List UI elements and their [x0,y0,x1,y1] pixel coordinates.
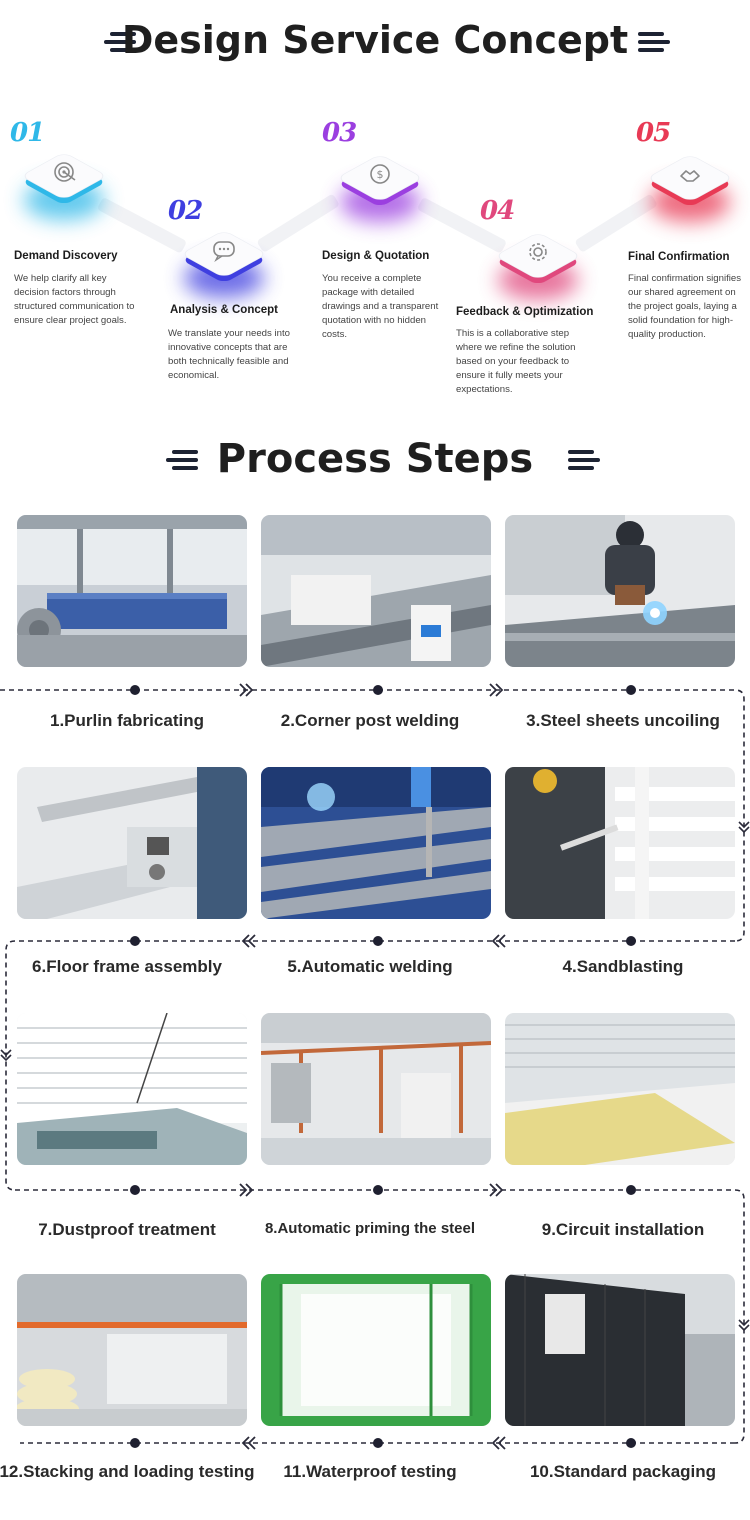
left-lines-icon [104,32,136,52]
stage-description: Final confirmation signifies our shared … [628,273,742,340]
dustproof-photo [17,1013,247,1165]
left-lines-icon [166,450,198,470]
flow-dot [626,1438,636,1448]
sandblasting-photo [505,767,735,919]
stage-title: Analysis & Concept [170,304,278,316]
stage-number: 03 [322,118,357,148]
stage-number: 05 [636,118,671,148]
step-label-1: 1.Purlin fabricating [50,711,204,730]
flow-dot [373,1185,383,1195]
step-label-3: 3.Steel sheets uncoiling [526,711,720,730]
process-section-title: Process Steps [216,436,534,482]
chevron-right-icon [489,683,504,697]
step-label-6: 6.Floor frame assembly [32,957,222,976]
right-lines-icon [638,32,670,52]
step-label-11: 11.Waterproof testing [283,1462,457,1481]
chevron-left-icon [491,1436,506,1450]
stage-number: 02 [168,196,203,226]
flow-dot [373,685,383,695]
flow-dot [626,1185,636,1195]
stage-tile [640,142,740,222]
packaging-photo [505,1274,735,1426]
stage-number: 04 [480,196,515,226]
step-label-8: 8.Automatic priming the steel [264,1220,476,1237]
chevron-left-icon [241,1436,256,1450]
floor-frame-photo [17,767,247,919]
stage-title: Feedback & Optimization [456,306,594,318]
flow-dot [626,936,636,946]
flow-dot [130,1438,140,1448]
stage-title: Final Confirmation [628,251,730,263]
stage-description: This is a collaborative step where we re… [456,328,576,395]
welder-photo [505,515,735,667]
dollar-coin-icon: $ [370,164,390,184]
chevron-left-icon [241,934,256,948]
stage-number: 01 [10,118,45,148]
stage-tile [488,220,588,300]
flow-dot [130,685,140,695]
target-icon [54,162,76,182]
purlin-machine-photo [17,515,247,667]
waterproof-test-photo [261,1274,491,1426]
stage-description: We help clarify all key decision factors… [14,273,135,326]
chevron-left-icon [491,934,506,948]
priming-line-photo [261,1013,491,1165]
design-section-title: Design Service Concept [121,18,629,62]
flow-dot [373,1438,383,1448]
stage-description: You receive a complete package with deta… [322,273,439,340]
chevron-down-icon [738,1319,750,1332]
step-label-7: 7.Dustproof treatment [38,1220,216,1239]
warehouse-photo [17,1274,247,1426]
stage-tile: $ [330,142,430,222]
stage-description: We translate your needs into innovative … [168,328,290,381]
flow-dot [373,936,383,946]
robot-welding-photo [261,767,491,919]
step-label-9: 9.Circuit installation [541,1220,705,1239]
chevron-down-icon [738,821,750,834]
chat-bubble-icon [213,241,235,262]
stage-tile [14,140,114,220]
stage-tile [174,218,274,298]
insulation-photo [505,1013,735,1165]
step-label-12: 12.Stacking and loading testing [0,1462,255,1481]
chevron-down-icon [0,1049,12,1062]
step-label-2: 2.Corner post welding [280,711,460,730]
handshake-icon [680,170,700,182]
chevron-right-icon [239,1183,254,1197]
gear-icon [529,243,547,261]
step-label-5: 5.Automatic welding [287,957,453,976]
flow-dot [130,936,140,946]
svg-text:$: $ [377,168,384,181]
flow-dot [130,1185,140,1195]
stage-title: Demand Discovery [14,250,118,262]
corner-post-line-photo [261,515,491,667]
chevron-right-icon [489,1183,504,1197]
stage-title: Design & Quotation [322,250,430,262]
right-lines-icon [568,450,600,470]
chevron-right-icon [239,683,254,697]
step-label-4: 4.Sandblasting [562,957,684,976]
flow-dot [626,685,636,695]
step-label-10: 10.Standard packaging [529,1462,717,1481]
